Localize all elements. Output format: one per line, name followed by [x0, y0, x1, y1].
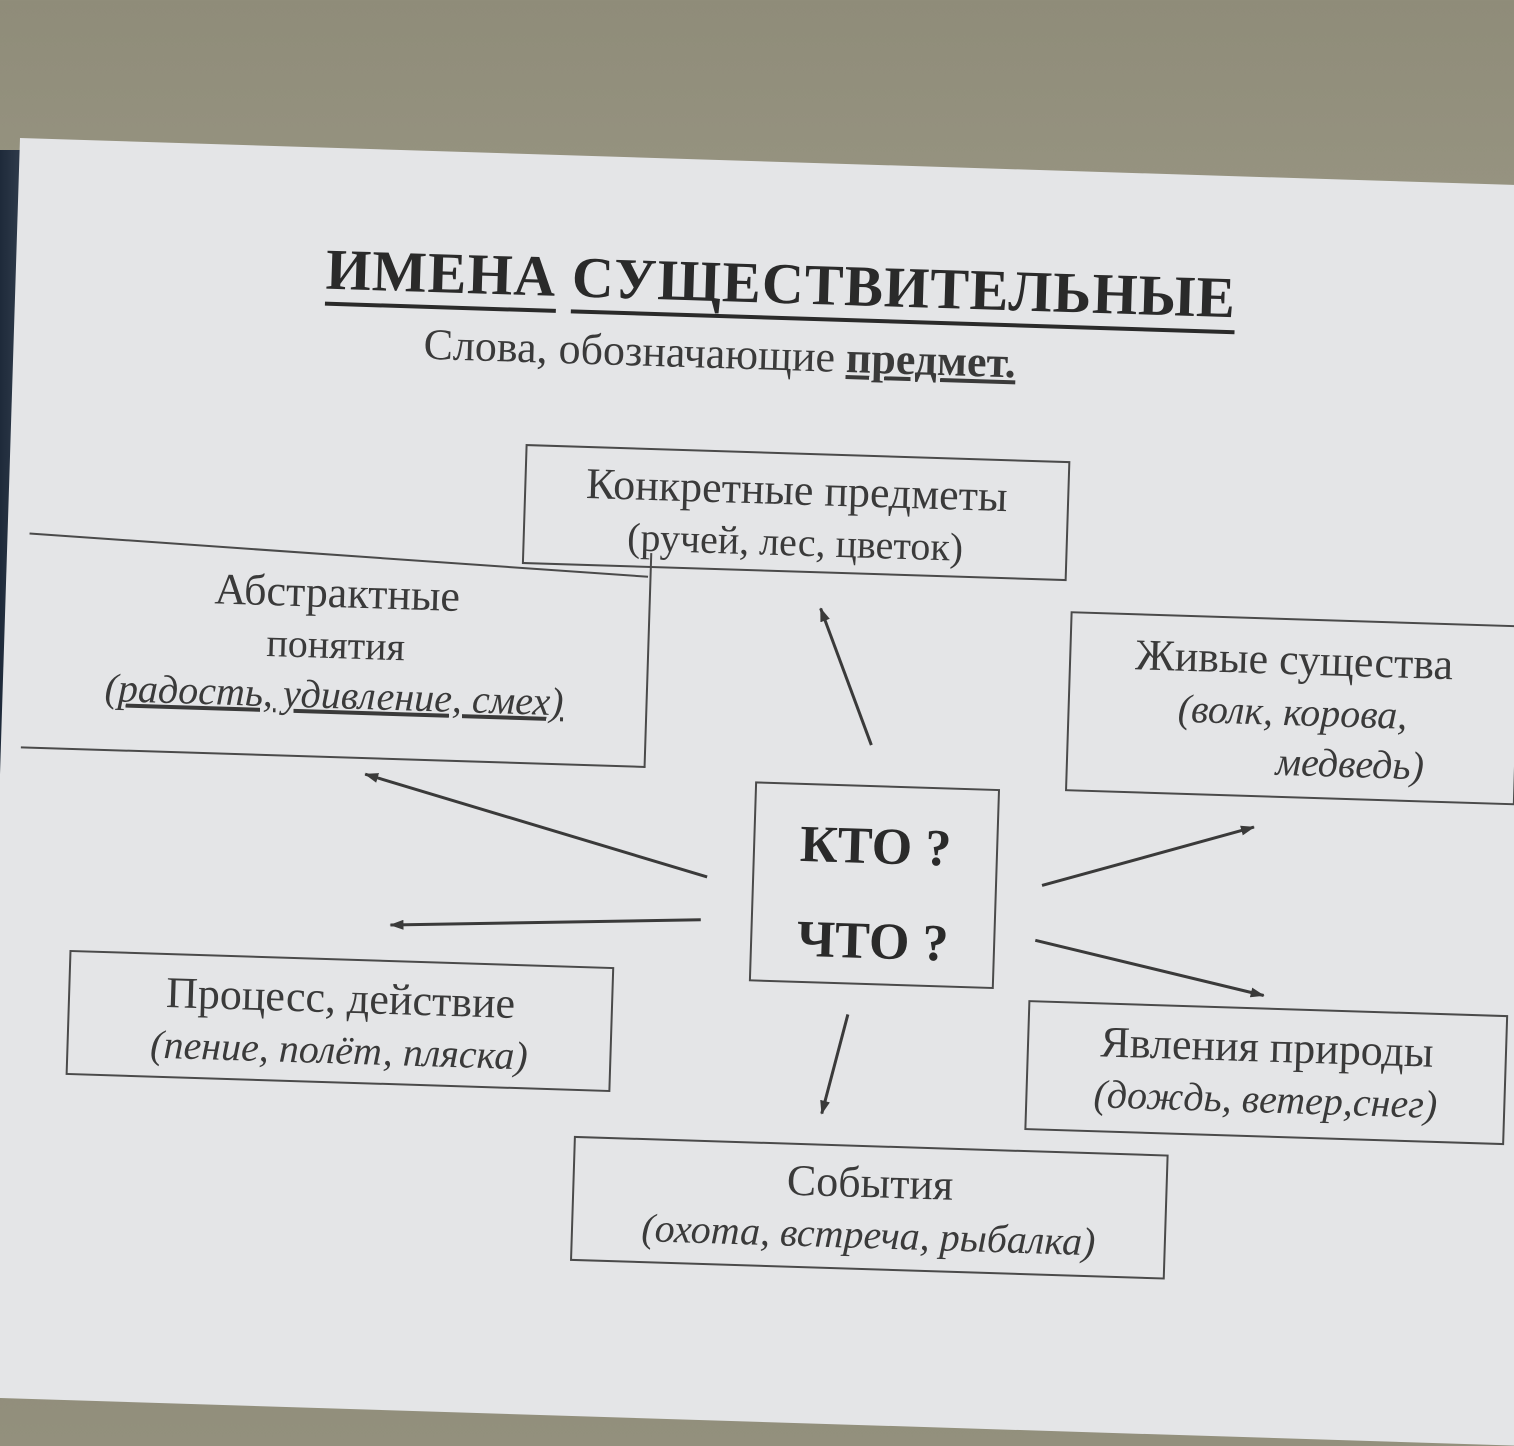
arrows-layer	[364, 607, 1265, 1115]
arrow-to-living	[1041, 825, 1255, 887]
category-process: Процесс, действие (пение, полёт, пляска)	[65, 949, 615, 1093]
category-events: События (охота, встреча, рыбалка)	[570, 1135, 1169, 1280]
worksheet: ИМЕНА СУЩЕСТВИТЕЛЬНЫЕ Слова, обозначающи…	[0, 138, 1514, 1446]
arrow-to-events	[820, 1014, 850, 1115]
category-living: Живые существа (волк, корова, медведь)	[1064, 611, 1514, 806]
arrow-to-abstract	[364, 772, 708, 879]
arrow-to-nature	[1034, 938, 1265, 998]
arrow-to-concrete	[819, 607, 873, 746]
question-who: КТО ?	[799, 815, 953, 878]
arrow-to-process	[389, 918, 701, 930]
question-what: ЧТО ?	[796, 910, 950, 973]
category-nature: Явления природы (дождь, ветер,снег)	[1024, 1000, 1509, 1146]
center-question-box: КТО ? ЧТО ?	[748, 781, 1001, 990]
